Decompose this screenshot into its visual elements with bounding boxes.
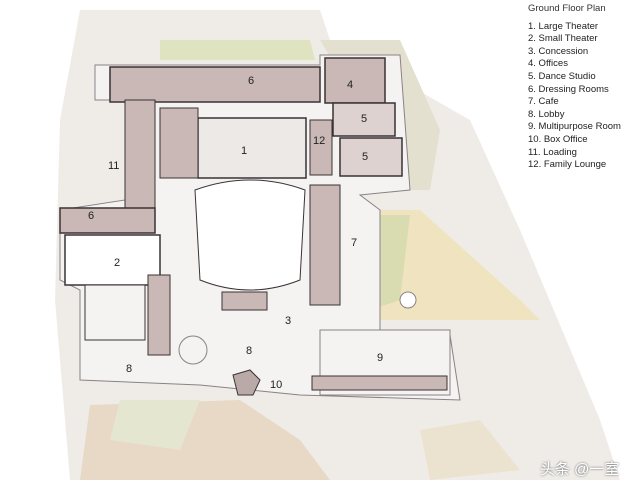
legend-item: 9. Multipurpose Room bbox=[528, 121, 621, 133]
legend: Ground Floor Plan 1. Large Theater 2. Sm… bbox=[528, 3, 621, 172]
label-small-theater: 2 bbox=[114, 257, 120, 269]
label-multipurpose: 9 bbox=[377, 352, 383, 364]
legend-item: 10. Box Office bbox=[528, 133, 588, 145]
legend-item: 3. Concession bbox=[528, 45, 589, 57]
watermark: 头条 @一室 bbox=[540, 461, 620, 478]
landscape-bottom-green bbox=[110, 400, 200, 450]
legend-item: 12. Family Lounge bbox=[528, 159, 607, 171]
small-theater-stage bbox=[64, 234, 161, 286]
legend-title: Ground Floor Plan bbox=[528, 3, 606, 14]
landscape-top bbox=[160, 40, 315, 60]
large-theater-stage bbox=[197, 117, 307, 179]
lobby-stair bbox=[178, 335, 208, 365]
family-lounge-room bbox=[309, 119, 333, 176]
back-stage-left bbox=[159, 107, 199, 179]
landscape-field bbox=[370, 210, 540, 320]
right-wing bbox=[309, 184, 341, 306]
label-dressing-rooms-top: 6 bbox=[248, 75, 254, 87]
dressing-rooms-left bbox=[59, 207, 156, 234]
label-concession: 3 bbox=[285, 315, 291, 327]
legend-item: 8. Lobby bbox=[528, 108, 565, 120]
label-dance-studio-1: 5 bbox=[361, 113, 367, 125]
concession-block bbox=[221, 291, 268, 311]
label-lobby-west: 8 bbox=[126, 363, 132, 375]
legend-item: 11. Loading bbox=[528, 146, 577, 158]
small-theater-side bbox=[147, 274, 171, 356]
legend-item: 1. Large Theater bbox=[528, 20, 599, 32]
dance-studio-2 bbox=[339, 137, 403, 177]
plaza-circle bbox=[399, 291, 417, 309]
legend-item: 4. Offices bbox=[528, 58, 568, 70]
dance-studio-1 bbox=[332, 102, 396, 137]
box-office-kiosk bbox=[232, 369, 261, 396]
offices-block bbox=[324, 57, 386, 104]
legend-item: 2. Small Theater bbox=[528, 33, 598, 45]
corridor-left bbox=[124, 99, 156, 211]
small-theater-seating bbox=[84, 284, 146, 341]
label-large-theater: 1 bbox=[241, 145, 247, 157]
label-family-lounge: 12 bbox=[313, 135, 325, 147]
label-box-office: 10 bbox=[270, 379, 282, 391]
landscape-bottom-right bbox=[420, 420, 520, 480]
legend-item: 6. Dressing Rooms bbox=[528, 83, 609, 95]
label-cafe: 7 bbox=[351, 237, 357, 249]
legend-item: 5. Dance Studio bbox=[528, 70, 596, 82]
label-offices: 4 bbox=[347, 79, 353, 91]
large-theater-seating bbox=[194, 179, 306, 291]
label-dressing-rooms-left: 6 bbox=[88, 210, 94, 222]
label-loading: 11 bbox=[108, 160, 119, 172]
multipurpose-storage bbox=[311, 375, 448, 391]
legend-item: 7. Cafe bbox=[528, 96, 559, 108]
label-dance-studio-2: 5 bbox=[362, 151, 368, 163]
label-lobby-main: 8 bbox=[246, 345, 252, 357]
dressing-rooms-top bbox=[109, 66, 321, 103]
